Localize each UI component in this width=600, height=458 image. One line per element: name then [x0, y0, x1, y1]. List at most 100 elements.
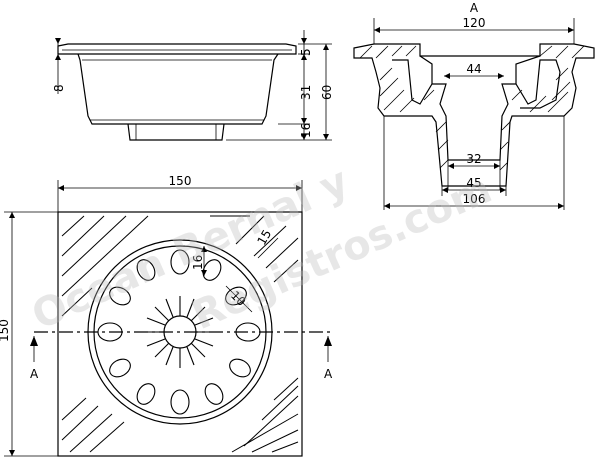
dim-120-label: 120 — [463, 16, 486, 30]
dim-body-arrow — [301, 118, 307, 124]
dim-150-h-arrow-right — [296, 185, 302, 191]
hole — [170, 249, 190, 275]
dim-16-arrow-top — [201, 246, 207, 252]
dim-rim-arrow-top — [301, 38, 307, 44]
slot — [61, 397, 87, 421]
section-arrow-left-head — [30, 336, 38, 346]
hatch — [511, 89, 523, 101]
hatch — [437, 139, 449, 151]
hatch — [499, 141, 509, 151]
spoke — [146, 338, 166, 347]
dim-45-arrow-left — [442, 187, 448, 193]
spoke — [154, 306, 170, 322]
side-outlet — [127, 123, 225, 141]
slot — [61, 405, 99, 441]
slot — [265, 237, 299, 269]
dim-total-arrow-top — [323, 44, 329, 50]
hatch — [551, 81, 571, 101]
slot — [235, 215, 265, 245]
dim-outlet-arrow — [301, 134, 307, 140]
side-view: 8 5 31 16 60 — [52, 30, 334, 141]
dim-44-label: 44 — [466, 62, 481, 76]
dim-16-arrow-bottom — [201, 270, 207, 276]
dim-150-v-arrow-top — [9, 212, 15, 218]
hatch — [439, 159, 449, 169]
hatch — [379, 77, 399, 97]
dim-150-v-label: 150 — [0, 319, 11, 342]
hatch — [375, 45, 389, 59]
section-arrow-right-head — [324, 336, 332, 346]
hole — [170, 389, 190, 415]
dim-150-v-arrow-bottom — [9, 450, 15, 456]
spoke — [190, 306, 206, 322]
slot — [89, 421, 125, 453]
dim-150-h-label: 150 — [169, 174, 192, 188]
slot — [61, 215, 127, 277]
hole — [109, 358, 131, 378]
hatch — [499, 162, 508, 171]
dim-32-arrow-left — [448, 163, 454, 169]
section-title: A — [470, 1, 479, 15]
hole — [204, 383, 224, 405]
hole — [109, 286, 131, 306]
dim-45-label: 45 — [466, 176, 481, 190]
hatch — [539, 45, 553, 57]
hole — [202, 259, 222, 281]
slot — [273, 377, 299, 401]
spoke — [190, 342, 206, 358]
spoke — [146, 317, 166, 326]
dim-106-label: 106 — [463, 192, 486, 206]
dim-16-label: 16 — [191, 255, 205, 270]
hatch — [423, 89, 435, 101]
dim-flange-label: 8 — [52, 84, 66, 92]
grate-slots — [61, 215, 299, 453]
dim-outlet-label: 16 — [299, 123, 313, 138]
side-body — [77, 53, 279, 125]
hatch — [555, 45, 569, 59]
dim-flange-arrow-bottom — [55, 54, 61, 60]
plan-view: 150 150 — [0, 174, 333, 457]
slot — [273, 259, 299, 283]
slot — [231, 413, 299, 453]
dim-15-label: 15 — [254, 227, 274, 247]
section-view: A 120 — [353, 1, 595, 210]
dim-44-arrow-left — [444, 73, 450, 79]
dim-rim-label: 5 — [299, 48, 313, 56]
section-hatching — [359, 45, 585, 171]
slot — [253, 225, 287, 257]
dim-total-label: 60 — [320, 85, 334, 100]
dim-106-arrow-right — [558, 203, 564, 209]
slot — [61, 215, 105, 257]
dim-32-arrow-right — [494, 163, 500, 169]
spoke — [186, 298, 195, 318]
dim-flange-arrow-top — [55, 38, 61, 44]
hatch — [571, 45, 585, 59]
dim-120-arrow-right — [568, 27, 574, 33]
grate-holes — [97, 249, 261, 415]
dim-44-arrow-right — [498, 73, 504, 79]
section-mark-right: A — [324, 367, 333, 381]
hatch — [501, 121, 511, 131]
spoke — [186, 346, 195, 366]
hatch — [435, 121, 447, 133]
slot — [61, 215, 149, 297]
section-seat — [419, 55, 541, 84]
hatch — [555, 67, 569, 81]
slot — [69, 413, 113, 453]
slot — [243, 395, 299, 447]
slot — [61, 287, 93, 317]
dim-rim-arrow-bottom — [301, 54, 307, 60]
spoke — [154, 342, 170, 358]
section-mark-left: A — [30, 367, 39, 381]
slot — [261, 385, 299, 421]
hole — [136, 383, 156, 405]
slot — [251, 429, 299, 453]
slot — [61, 215, 85, 237]
hatch — [547, 91, 569, 113]
dim-120-arrow-left — [374, 27, 380, 33]
spoke — [194, 338, 214, 347]
spoke — [165, 346, 174, 366]
hatch — [383, 89, 405, 111]
